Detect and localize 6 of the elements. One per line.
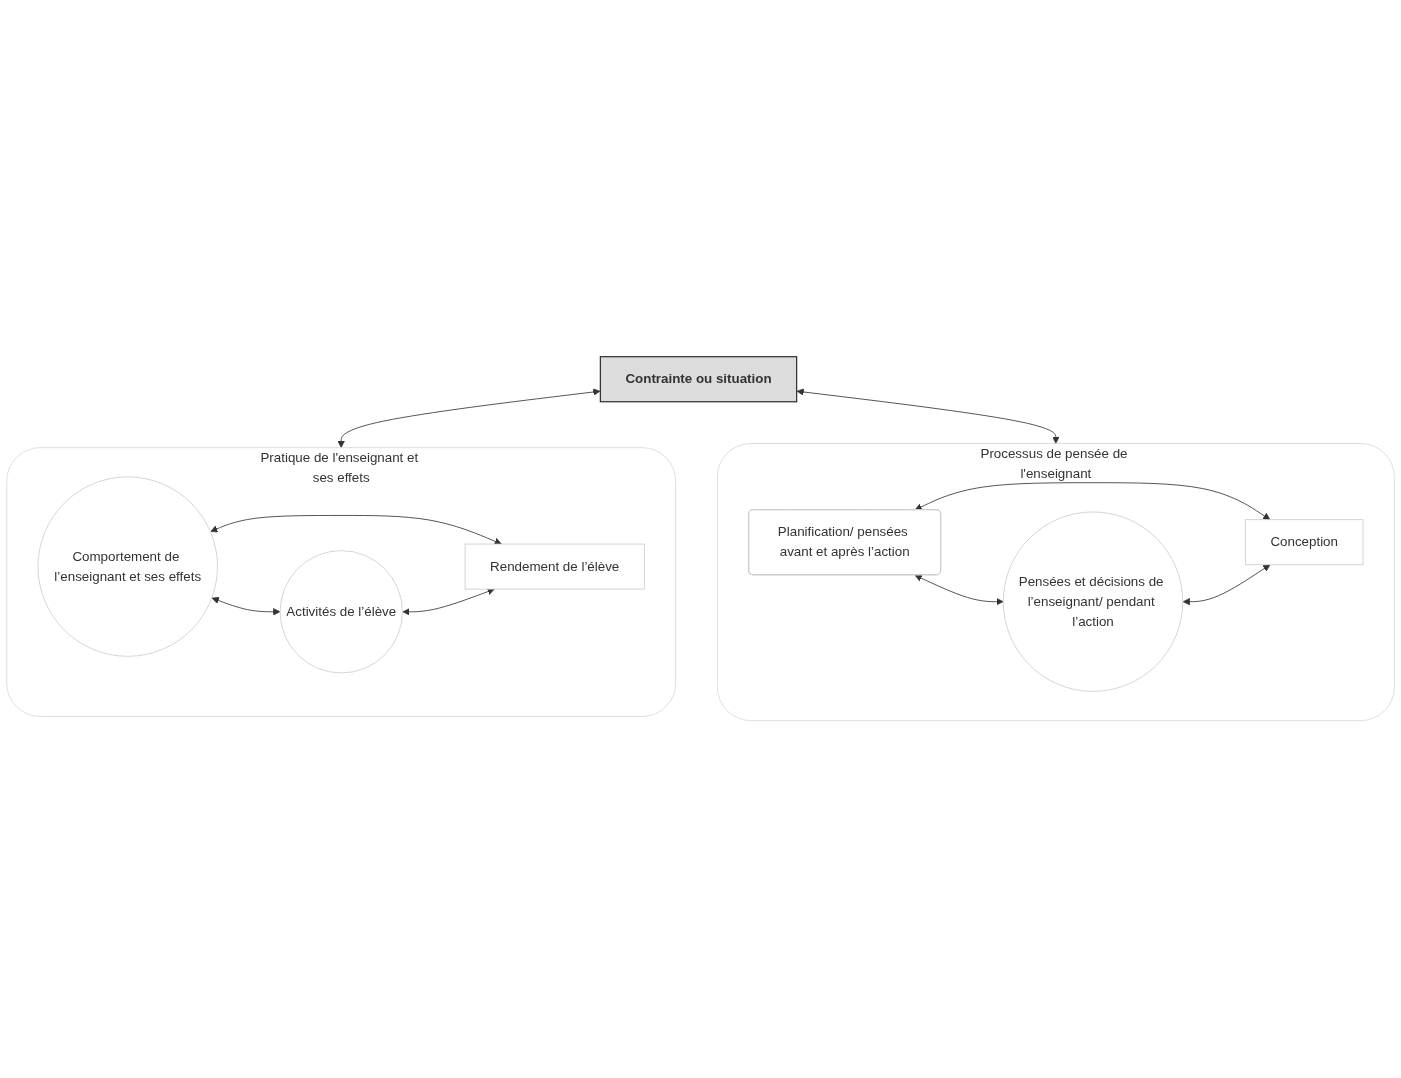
node-circle: Pensées et décisions de l’enseignant/ pendant l’action [1002, 511, 1184, 693]
node-box: Rendement de l’élève [464, 543, 645, 590]
node-circle: Comportement de l’enseignant et ses effets [37, 476, 218, 658]
node-circle: Activités de l’élève [279, 550, 403, 674]
node-box: Contrainte ou situation [599, 356, 798, 403]
node-box: Conception [1244, 519, 1364, 566]
